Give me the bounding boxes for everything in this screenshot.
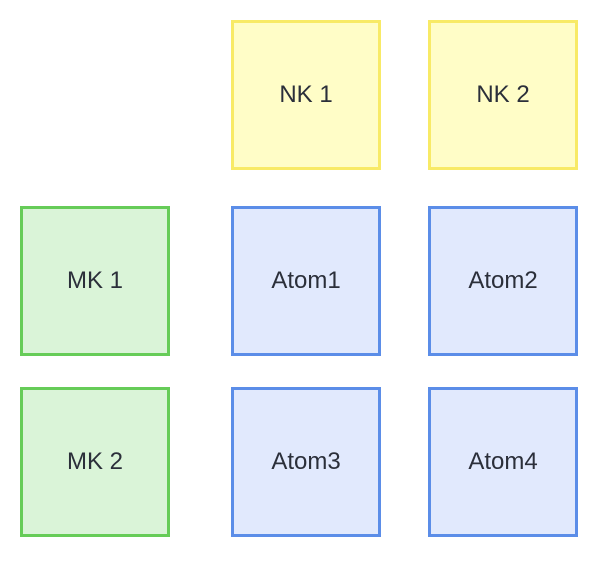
mk-2-node: MK 2 [20, 387, 170, 537]
nk-2-node: NK 2 [428, 20, 578, 170]
mk-2-label: MK 2 [66, 448, 123, 475]
atom-1-node: Atom1 [231, 206, 381, 356]
atom-3-label: Atom3 [271, 448, 341, 475]
atom-4-label: Atom4 [468, 448, 538, 475]
nk-2-label: NK 2 [476, 81, 530, 108]
nk-1-label: NK 1 [279, 81, 333, 108]
atom-2-node: Atom2 [428, 206, 578, 356]
atom-4-node: Atom4 [428, 387, 578, 537]
mk-1-label: MK 1 [66, 267, 123, 294]
mk-1-node: MK 1 [20, 206, 170, 356]
atom-3-node: Atom3 [231, 387, 381, 537]
atom-2-label: Atom2 [468, 267, 538, 294]
nk-1-node: NK 1 [231, 20, 381, 170]
atom-1-label: Atom1 [271, 267, 341, 294]
